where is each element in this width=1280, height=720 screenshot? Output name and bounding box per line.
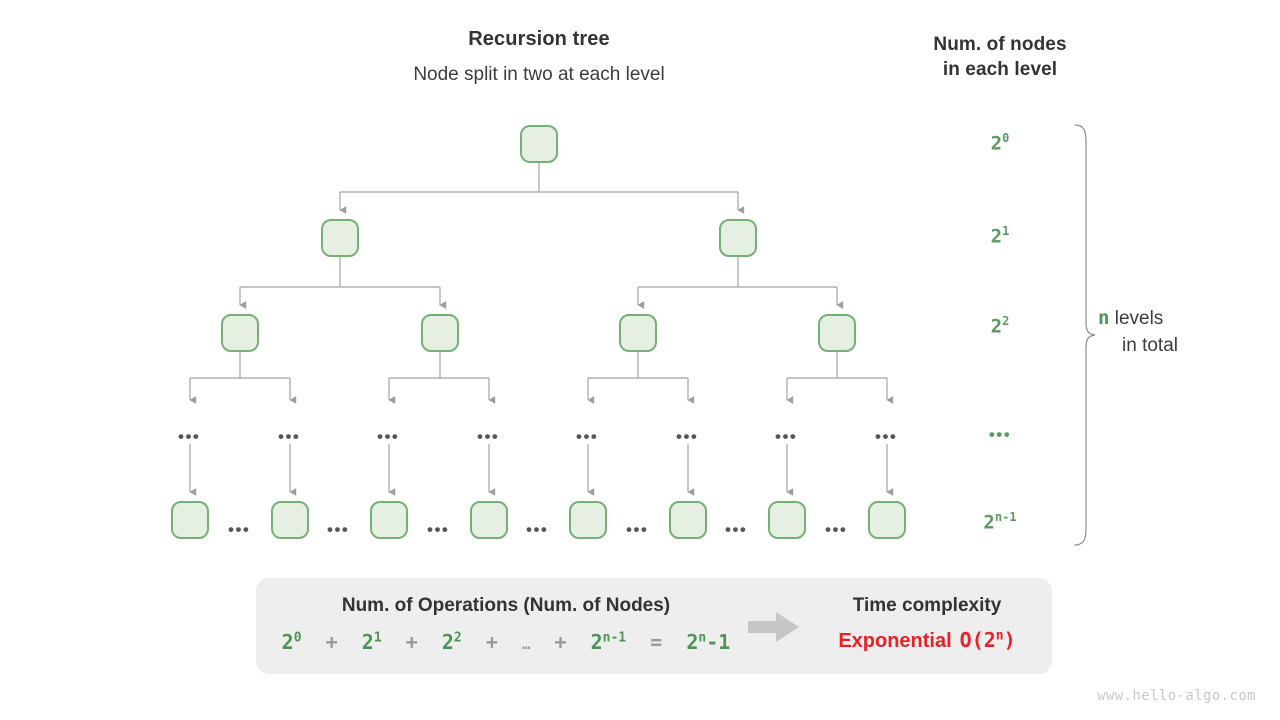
page-title: Recursion tree <box>468 28 610 50</box>
summary-panel: Num. of Operations (Num. of Nodes) 20 + … <box>256 578 1052 674</box>
tree-ellipsis: ••• <box>477 427 500 446</box>
watermark: www.hello-algo.com <box>1097 688 1256 704</box>
levels-brace <box>1074 124 1096 546</box>
tree-node <box>818 314 856 352</box>
leaf-gap-ellipsis: ••• <box>228 520 251 539</box>
level-count-2: 22 <box>990 314 1010 338</box>
level-count-last: 2n-1 <box>983 510 1017 534</box>
tree-node <box>171 501 209 539</box>
levels-note-line1: levels <box>1114 308 1164 329</box>
tree-node <box>370 501 408 539</box>
tree-ellipsis: ••• <box>178 427 201 446</box>
operations-title: Num. of Operations (Num. of Nodes) <box>341 595 671 616</box>
levels-variable: n <box>1098 307 1110 329</box>
nodes-per-level-title: Num. of nodes in each level <box>900 32 1100 82</box>
tree-node <box>271 501 309 539</box>
level-count-0: 20 <box>990 131 1010 155</box>
time-complexity-column: Time complexity Exponential O(2n) <box>802 578 1052 674</box>
levels-note-line2: in total <box>1122 335 1178 356</box>
tree-ellipsis: ••• <box>278 427 301 446</box>
leaf-gap-ellipsis: ••• <box>427 520 450 539</box>
time-complexity-value: Exponential O(2n) <box>802 628 1052 653</box>
leaf-gap-ellipsis: ••• <box>725 520 748 539</box>
leaf-gap-ellipsis: ••• <box>526 520 549 539</box>
nodes-per-level-title-line2: in each level <box>942 59 1058 80</box>
tree-node <box>619 314 657 352</box>
time-complexity-title: Time complexity <box>852 595 1002 616</box>
operations-column: Num. of Operations (Num. of Nodes) 20 + … <box>256 578 756 674</box>
right-arrow-icon <box>748 612 799 642</box>
tree-ellipsis: ••• <box>676 427 699 446</box>
tree-node <box>321 219 359 257</box>
level-count-1: 21 <box>990 224 1010 248</box>
page-subtitle: Node split in two at each level <box>413 64 665 85</box>
level-count-ellipsis: ••• <box>988 425 1012 444</box>
total-levels-note: n levels in total <box>1098 305 1258 359</box>
complexity-word: Exponential <box>838 630 952 652</box>
tree-ellipsis: ••• <box>377 427 400 446</box>
tree-node <box>221 314 259 352</box>
nodes-per-level-title-line1: Num. of nodes <box>933 34 1067 55</box>
tree-node <box>768 501 806 539</box>
tree-node <box>569 501 607 539</box>
tree-node <box>470 501 508 539</box>
tree-node <box>719 219 757 257</box>
complexity-bigo: O(2n) <box>959 628 1016 652</box>
leaf-gap-ellipsis: ••• <box>327 520 350 539</box>
tree-ellipsis: ••• <box>576 427 599 446</box>
tree-node <box>421 314 459 352</box>
tree-node <box>669 501 707 539</box>
tree-node <box>868 501 906 539</box>
tree-ellipsis: ••• <box>875 427 898 446</box>
tree-node <box>520 125 558 163</box>
leaf-gap-ellipsis: ••• <box>825 520 848 539</box>
operations-formula: 20 + 21 + 22 + … + 2n-1 = 2n-1 <box>281 630 731 654</box>
tree-ellipsis: ••• <box>775 427 798 446</box>
leaf-gap-ellipsis: ••• <box>626 520 649 539</box>
